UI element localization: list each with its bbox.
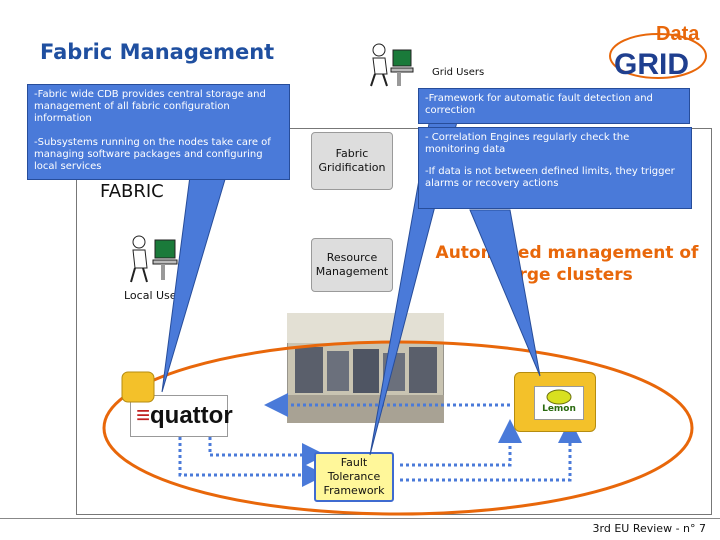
user-at-computer-icon — [370, 43, 414, 87]
fabric-label: FABRIC — [100, 181, 164, 202]
fabric-gridification-box: Fabric Gridification — [311, 132, 393, 190]
callout-right-line-2: -If data is not between defined limits, … — [425, 166, 675, 189]
callout-right-line-1: - Correlation Engines regularly check th… — [425, 132, 630, 155]
callout-fault-framework: -Framework for automatic fault detection… — [418, 88, 690, 124]
feedback-arrows — [178, 393, 582, 487]
slide-footer: 3rd EU Review - n° 7 — [592, 522, 706, 535]
quattor-logo-icon: ≡quattor — [136, 402, 233, 429]
quattor-handle-icon — [121, 371, 155, 403]
callout-left-line-2: -Subsystems running on the nodes take ca… — [34, 137, 271, 172]
lemon-label: Lemon — [542, 404, 576, 414]
resource-management-box: Resource Management — [311, 238, 393, 292]
footer-divider — [0, 518, 720, 519]
grid-users-label: Grid Users — [432, 67, 485, 78]
user-at-computer-icon — [130, 235, 178, 283]
fault-tolerance-box: Fault Tolerance Framework — [314, 452, 394, 502]
callout-left-line-1: -Fabric wide CDB provides central storag… — [34, 89, 266, 124]
lemon-logo-icon: Lemon — [534, 386, 584, 420]
local-users-label: Local User — [124, 289, 182, 302]
logo-bottom-text: GRID — [614, 48, 689, 81]
datagrid-logo-icon: Data GRID — [609, 23, 707, 81]
callout-correlation-engines: - Correlation Engines regularly check th… — [418, 127, 692, 209]
callout-config-db: -Fabric wide CDB provides central storag… — [27, 84, 290, 180]
slide-title: Fabric Management — [40, 40, 275, 64]
logo-top-text: Data — [656, 23, 700, 45]
quattor-label: quattor — [150, 402, 233, 429]
